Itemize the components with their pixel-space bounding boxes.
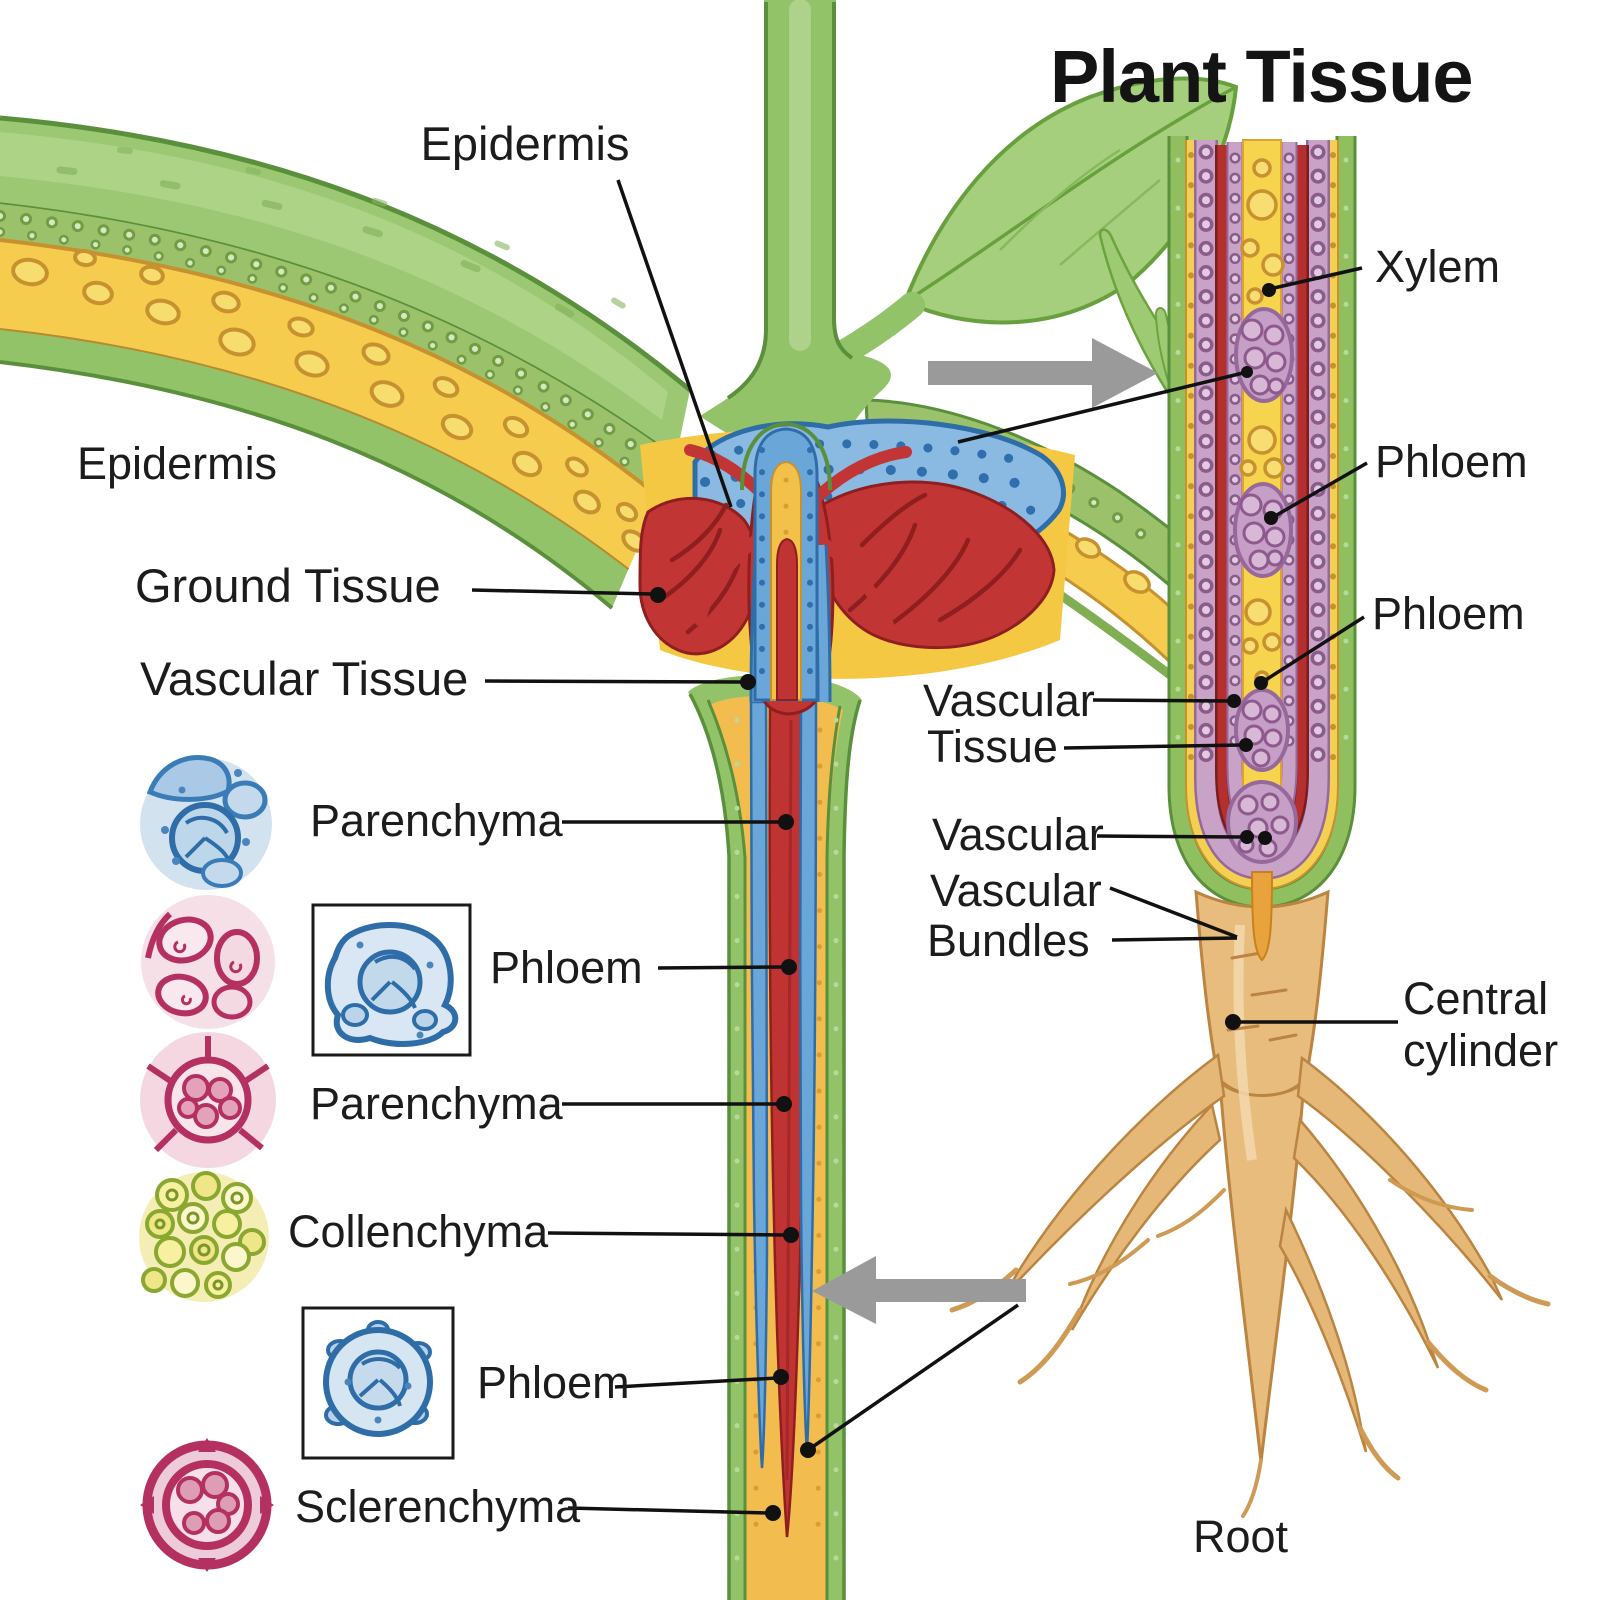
leader-vascular-bundles-2 [1111, 936, 1238, 942]
label-parenchyma-1: Parenchyma [310, 795, 564, 846]
label-phloem-right-2: Phloem [1372, 588, 1525, 639]
label-sclerenchyma: Sclerenchyma [295, 1481, 581, 1532]
label-root: Root [1193, 1511, 1289, 1562]
leader-stem-to-arrow [807, 1303, 1019, 1452]
legend-parenchyma-cluster-cell [140, 1032, 276, 1168]
leader-vascular-tissue-right-1 [1092, 698, 1231, 703]
label-phloem-box-2: Phloem [477, 1357, 630, 1408]
arrow-left-icon [812, 1256, 1026, 1324]
stem-sheath-bundle [740, 421, 832, 702]
legend-phloem-box-2 [301, 1306, 455, 1460]
legend-parenchyma-pink-cell [141, 895, 275, 1029]
legend-phloem-box-1 [311, 903, 472, 1057]
text-labels: Plant Tissue Epidermis Epidermis Ground … [77, 35, 1558, 1562]
leader-phloem-right-2 [1263, 615, 1365, 683]
label-vascular-mid: Vascular [932, 809, 1104, 860]
stem-tube [688, 674, 862, 1600]
phloem-clusters [1226, 307, 1298, 864]
label-epidermis-top: Epidermis [421, 117, 630, 170]
arrow-right-icon [928, 338, 1158, 408]
leader-lines [471, 179, 1398, 1521]
legend-collenchyma-cell [139, 1171, 269, 1302]
ground-tissue-cells [11, 248, 647, 553]
leader-vascular-bundles-1 [1109, 886, 1238, 939]
label-central-cylinder-line2: cylinder [1403, 1025, 1558, 1076]
stem-junction [638, 418, 1075, 716]
leader-vascular-tissue-left [484, 679, 745, 684]
leader-sclerenchyma [567, 1506, 770, 1515]
root-branches [1002, 1052, 1504, 1453]
label-collenchyma: Collenchyma [288, 1206, 549, 1257]
label-phloem-right-1: Phloem [1375, 436, 1528, 487]
leader-junction-to-panel [957, 371, 1244, 444]
root-illustration [949, 871, 1551, 1518]
legend-sclerenchyma-cell [140, 1438, 274, 1572]
leader-epidermis-top [616, 179, 733, 508]
label-central-cylinder-line1: Central [1403, 973, 1548, 1024]
page-title: Plant Tissue [1050, 35, 1473, 118]
leader-phloem-right-1 [1274, 461, 1368, 518]
leader-vascular-tissue-right-2 [1063, 743, 1243, 750]
label-vascular-tissue-left: Vascular Tissue [140, 652, 468, 705]
root-vascular-connector [1250, 871, 1274, 962]
leader-collenchyma [547, 1231, 788, 1237]
leader-phloem-2 [614, 1376, 778, 1389]
label-phloem-box-1: Phloem [490, 942, 643, 993]
label-vascular-tissue-right-line1: Vascular [923, 675, 1095, 726]
phloem-strand-left [749, 700, 769, 1469]
leader-ground-tissue [471, 588, 653, 596]
label-xylem: Xylem [1375, 241, 1500, 292]
leader-xylem [1273, 266, 1363, 290]
label-ground-tissue: Ground Tissue [135, 559, 441, 612]
label-vascular-tissue-right-line2: Tissue [927, 721, 1058, 772]
label-epidermis-left: Epidermis [77, 438, 277, 489]
stem-slab-cross-section [0, 115, 692, 610]
root-hairs [949, 1178, 1551, 1518]
label-vascular-bundles-line1: Vascular [930, 865, 1102, 916]
legend-parenchyma-blue-cell [140, 755, 272, 890]
label-vascular-bundles-line2: Bundles [927, 915, 1090, 966]
leader-vascular-mid [1096, 834, 1244, 839]
upper-stem-and-leaf [700, 0, 1239, 452]
leader-phloem-1 [657, 965, 786, 970]
label-parenchyma-2: Parenchyma [310, 1078, 564, 1129]
